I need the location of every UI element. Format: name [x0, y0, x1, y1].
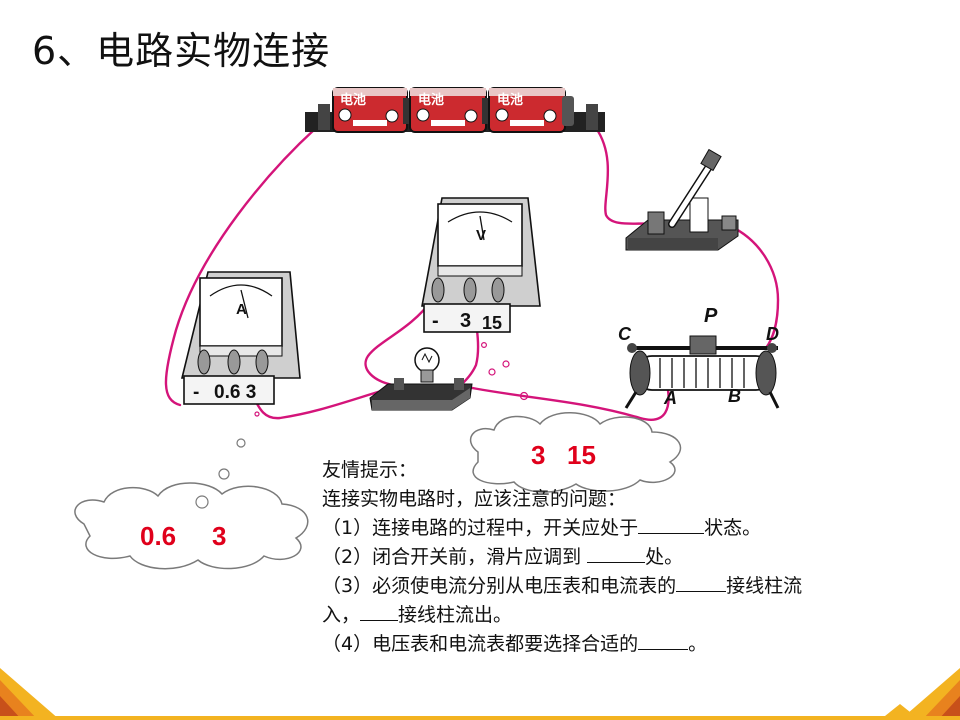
svg-text:B: B [728, 386, 741, 406]
blank-2 [587, 561, 646, 563]
wire-voltmeter-to-bulb-left [364, 298, 434, 388]
battery-cell-1: 电池 [332, 87, 411, 133]
svg-text:-: - [193, 382, 199, 403]
circuit-diagram: 电池 电池 电池 A [74, 87, 780, 570]
tip-2: （2）闭合开关前，滑片应调到 处。 [322, 546, 684, 568]
blank-3 [676, 590, 727, 592]
svg-text:3: 3 [212, 521, 226, 551]
blank-1 [638, 532, 705, 534]
wire-switch-to-rheostat [728, 224, 780, 350]
ammeter: A - 0.6 3 [180, 271, 301, 405]
sliding-rheostat: C P D A B [618, 305, 780, 409]
tip-4: （4）电压表和电流表都要选择合适的。 [322, 633, 708, 655]
svg-text:0.6: 0.6 [140, 521, 176, 551]
tips-heading: 友情提示： [322, 459, 418, 481]
svg-text:A: A [663, 388, 677, 408]
svg-text:A: A [236, 301, 247, 318]
svg-text:-: - [432, 310, 439, 332]
svg-text:电池: 电池 [497, 92, 523, 108]
tips-intro: 连接实物电路时，应该注意的问题： [322, 488, 627, 510]
blank-5 [638, 648, 689, 650]
tip-3: （3）必须使电流分别从电压表和电流表的接线柱流 [322, 575, 803, 597]
svg-text:电池: 电池 [418, 92, 444, 108]
svg-text:V: V [476, 227, 486, 244]
page-title: 6、电路实物连接 [32, 29, 331, 73]
wire-bulb-to-rheostat [460, 384, 670, 421]
knife-switch [625, 148, 739, 251]
svg-text:15: 15 [567, 440, 596, 470]
battery-cell-3: 电池 [488, 87, 574, 133]
battery-pack: 电池 电池 电池 [305, 87, 605, 133]
svg-text:C: C [618, 324, 632, 344]
svg-text:3: 3 [531, 440, 545, 470]
tip-1: （1）连接电路的过程中，开关应处于状态。 [322, 517, 762, 539]
tip-3-cont: 入，接线柱流出。 [322, 604, 513, 626]
voltmeter: V - 3 15 [421, 197, 541, 333]
cloud-left: 0.6 3 [74, 482, 309, 570]
tips-box: 友情提示： 连接实物电路时，应该注意的问题： （1）连接电路的过程中，开关应处于… [322, 456, 932, 659]
svg-text:P: P [704, 305, 718, 327]
light-bulb [369, 347, 473, 411]
svg-text:15: 15 [482, 313, 502, 333]
battery-cell-2: 电池 [409, 87, 490, 133]
wire-battery-to-switch [594, 126, 654, 226]
wire-battery-to-ammeter [164, 126, 318, 407]
svg-text:D: D [766, 324, 779, 344]
cloud-right: 3 15 [470, 412, 682, 493]
corner-decoration [0, 668, 960, 720]
blank-4 [360, 619, 399, 621]
svg-text:0.6 3: 0.6 3 [214, 382, 256, 403]
svg-text:电池: 电池 [340, 92, 366, 108]
svg-text:3: 3 [460, 310, 471, 332]
